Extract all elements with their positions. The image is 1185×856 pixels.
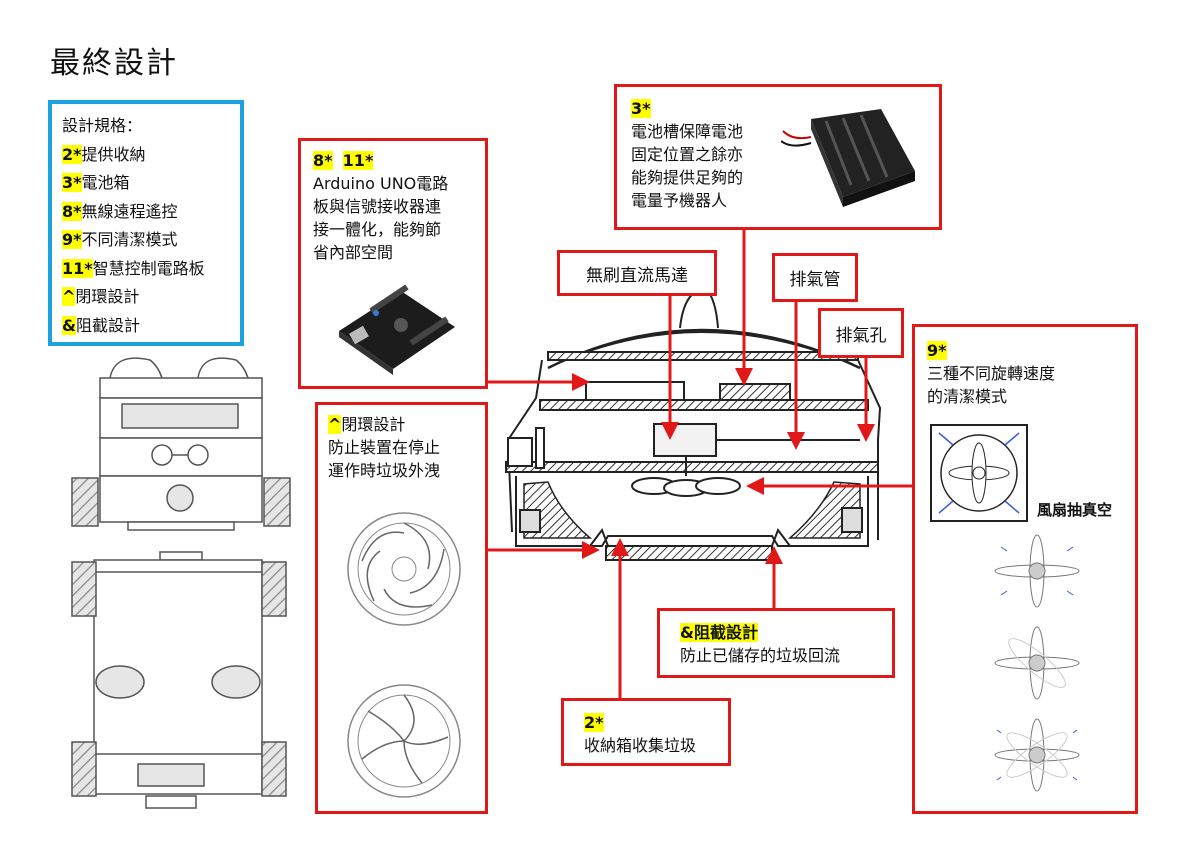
block-design-callout: &阻截設計 防止已儲存的垃圾回流	[657, 608, 895, 678]
page-title: 最終設計	[50, 46, 178, 81]
fan-label: 風扇抽真空	[1037, 501, 1113, 519]
spec-item: 11*智慧控制電路板	[62, 258, 205, 278]
robot-bottom-view	[71, 551, 287, 809]
motor-label: 無刷直流馬達	[557, 250, 717, 296]
speed-low-icon	[994, 534, 1080, 608]
cleaning-mode-callout: 9* 三種不同旋轉速度的清潔模式 風扇抽真空	[912, 324, 1138, 814]
battery-callout: 3* 電池槽保障電池固定位置之餘亦能夠提供足夠的電量予機器人	[614, 84, 942, 230]
spec-item: 8*無線遠程遙控	[62, 201, 178, 221]
battery-holder-image	[781, 109, 915, 207]
spec-item: 2*提供收納	[62, 144, 146, 164]
exhaust-hole-label: 排氣孔	[818, 308, 904, 358]
speed-mid-icon	[994, 626, 1080, 700]
spec-item: ^閉環設計	[62, 287, 140, 306]
spec-item: 3*電池箱	[62, 173, 130, 192]
callout-arrows	[488, 230, 912, 698]
spec-item: 9*不同清潔模式	[62, 230, 178, 249]
spec-heading: 設計規格：	[62, 116, 143, 135]
spec-box: 設計規格： 2*提供收納 3*電池箱 8*無線遠程遙控 9*不同清潔模式 11*…	[48, 100, 244, 346]
arduino-callout: 8* 11* Arduino UNO電路板與信號接收器連接一體化，能夠節省內部空…	[298, 138, 488, 389]
valve-closed-icon	[347, 684, 461, 798]
valve-open-icon	[347, 512, 461, 626]
robot-top-view	[71, 357, 291, 531]
robot-cross-section	[505, 286, 882, 561]
exhaust-pipe-label: 排氣管	[772, 253, 858, 302]
arduino-board-image	[339, 284, 455, 375]
rotation-speed-icons	[994, 534, 1080, 792]
closed-loop-callout: ^閉環設計 防止裝置在停止運作時垃圾外洩	[315, 402, 488, 814]
speed-high-icon	[994, 718, 1080, 792]
storage-callout: 2* 收納箱收集垃圾	[561, 698, 731, 766]
fan-icon	[930, 424, 1028, 522]
spec-item: &阻截設計	[62, 315, 140, 335]
